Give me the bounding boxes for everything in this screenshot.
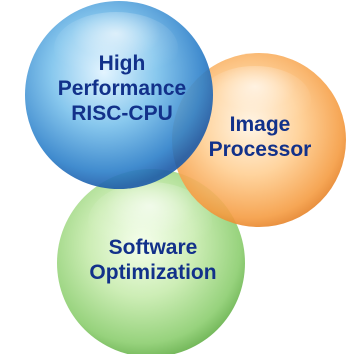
cpu-label: High Performance RISC-CPU bbox=[42, 51, 202, 126]
software-label-line-2: Optimization bbox=[89, 261, 217, 284]
cpu-label-line-3: RISC-CPU bbox=[71, 102, 173, 125]
cpu-label-line-2: Performance bbox=[57, 77, 187, 100]
software-label: Software Optimization bbox=[80, 235, 226, 285]
image-label: Image Processor bbox=[200, 112, 320, 162]
image-circle bbox=[172, 53, 346, 227]
software-label-line-1: Software bbox=[108, 236, 198, 259]
cpu-label-line-1: High bbox=[98, 52, 146, 75]
image-label-line-1: Image bbox=[229, 113, 291, 136]
software-circle bbox=[57, 169, 245, 354]
cpu-circle bbox=[25, 1, 213, 189]
image-label-line-2: Processor bbox=[208, 138, 312, 161]
